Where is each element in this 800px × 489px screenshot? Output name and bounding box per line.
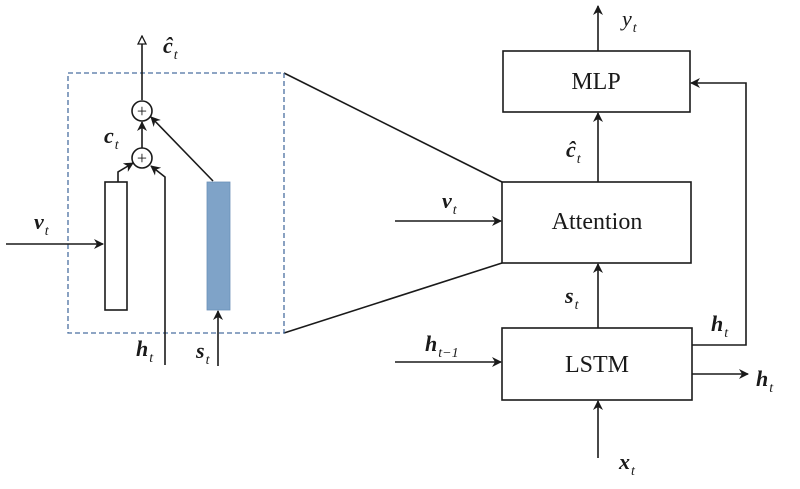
output-y-label: yt — [620, 6, 638, 36]
lower-plus-icon: + — [137, 148, 147, 168]
visual-v-label: vt — [442, 188, 458, 218]
input-x-label: xt — [618, 449, 636, 479]
zoom-line-top — [283, 72, 503, 183]
sentinel-to-sum-arrow — [150, 116, 214, 182]
detail-sentinel-label: st — [195, 338, 211, 368]
detail-hidden-line — [150, 165, 166, 365]
attention-detail-box — [67, 72, 285, 334]
visual-feature-bar — [104, 181, 128, 311]
detail-context-hat-label: ĉt — [163, 33, 179, 63]
sentinel-s-label: st — [564, 283, 580, 313]
mlp-block — [502, 50, 691, 113]
detail-context-label: ct — [104, 123, 120, 153]
hidden-feedback-arrow — [690, 78, 747, 346]
detail-hidden-label: ht — [136, 336, 154, 366]
zoom-line-bottom — [283, 262, 503, 334]
upper-plus-icon: + — [137, 101, 147, 121]
mlp-label: MLP — [571, 69, 620, 95]
hidden-feedback-label: ht — [711, 311, 729, 341]
lstm-label: LSTM — [565, 352, 629, 378]
detail-visual-label: vt — [34, 209, 50, 239]
prev-hidden-label: ht−1 — [425, 331, 459, 361]
visual-to-sum-arrow — [117, 162, 134, 182]
attention-label: Attention — [552, 209, 643, 235]
hidden-output-label: ht — [756, 366, 774, 396]
sentinel-feature-bar — [206, 181, 231, 311]
attention-block — [501, 181, 692, 264]
context-hat-label: ĉt — [566, 137, 582, 167]
lstm-block — [501, 327, 693, 401]
